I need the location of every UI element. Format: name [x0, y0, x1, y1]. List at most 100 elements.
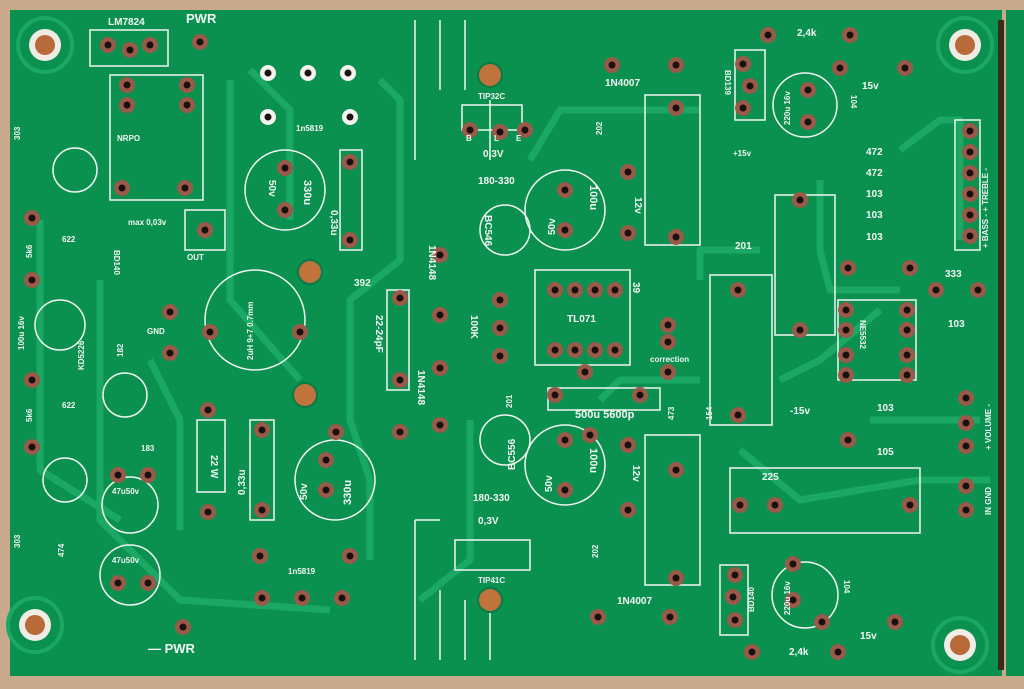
- r202-bot-label: 202: [591, 544, 600, 558]
- mounting-ring: [931, 616, 989, 674]
- pad-hole: [636, 391, 644, 399]
- pad-hole: [496, 352, 504, 360]
- pad-hole: [966, 127, 974, 135]
- pad-hole: [496, 324, 504, 332]
- c103a-label: 103: [866, 189, 883, 200]
- c472b-label: 472: [866, 168, 883, 179]
- r39-label: 39: [630, 282, 641, 294]
- pad-hole: [903, 371, 911, 379]
- pad-hole: [611, 286, 619, 294]
- d1n4007-top-label: 1N4007: [605, 78, 641, 89]
- pad-hole: [551, 391, 559, 399]
- pad-hole: [346, 158, 354, 166]
- adjacent-pcb: [1006, 10, 1024, 676]
- pad-hole: [962, 419, 970, 427]
- z12v-top-label: 12v: [632, 197, 643, 214]
- ne5532-label: NE5532: [858, 320, 867, 349]
- pad-hole: [591, 346, 599, 354]
- pad-hole: [118, 184, 126, 192]
- r622-a-label: 622: [62, 235, 76, 244]
- c474-label: 474: [57, 543, 66, 557]
- pad-hole: [466, 126, 474, 134]
- nrpo-label: NRPO: [117, 134, 141, 143]
- pwr-top-label: PWR: [186, 11, 217, 26]
- pad-hole: [672, 233, 680, 241]
- pad-hole: [561, 436, 569, 444]
- pad-hole: [338, 594, 346, 602]
- pad-hole: [436, 364, 444, 372]
- z15v-top-label: 15v: [862, 81, 879, 92]
- pad-hole: [146, 41, 154, 49]
- pad-hole: [962, 482, 970, 490]
- r180-top-label: 180-330: [478, 176, 515, 187]
- pad-hole: [664, 338, 672, 346]
- pad-hole: [28, 276, 36, 284]
- pad-hole: [844, 436, 852, 444]
- pad-hole: [734, 286, 742, 294]
- z12v-bot-label: 12v: [630, 465, 641, 482]
- pad-hole: [346, 113, 354, 121]
- pad-hole: [739, 60, 747, 68]
- c100u-c-label: 100u: [587, 185, 599, 211]
- pad-hole: [298, 594, 306, 602]
- pad-hole: [561, 226, 569, 234]
- pad-hole: [183, 101, 191, 109]
- v03-bot-label: 0,3V: [478, 516, 499, 527]
- pad-hole: [901, 64, 909, 72]
- r622-b-label: 622: [62, 401, 76, 410]
- pad-hole: [104, 41, 112, 49]
- pad-hole: [891, 618, 899, 626]
- r24k-bot-label: 2,4k: [789, 647, 809, 658]
- pad-hole: [624, 168, 632, 176]
- pad-hole: [166, 308, 174, 316]
- pad-hole: [204, 406, 212, 414]
- c103d-label: 103: [948, 319, 965, 330]
- c220u-bot-label: 220u 16v: [783, 581, 792, 615]
- pad-hole: [264, 113, 272, 121]
- lm7824-label: LM7824: [108, 17, 145, 28]
- pad-hole: [739, 104, 747, 112]
- max-label: max 0,03v: [128, 218, 167, 227]
- mounting-hole-bore: [25, 615, 45, 635]
- r24k-top-label: 2,4k: [797, 28, 817, 39]
- pad-hole: [796, 196, 804, 204]
- c154-label: 154: [705, 406, 714, 420]
- c50v-b-label: 50v: [299, 483, 310, 500]
- pad-hole: [28, 214, 36, 222]
- heatsink-hole: [479, 589, 501, 611]
- pad-hole: [591, 286, 599, 294]
- pad-hole: [258, 506, 266, 514]
- c47u-a-label: 47u50v: [112, 487, 140, 496]
- z15v-bot-label: 15v: [860, 631, 877, 642]
- r5k6-a-label: 5k6: [25, 244, 34, 258]
- board-edge-gap: [998, 20, 1004, 670]
- pad-hole: [903, 326, 911, 334]
- c50v-a-label: 50v: [266, 180, 277, 197]
- pad-hole: [396, 428, 404, 436]
- c47u-b-label: 47u50v: [112, 556, 140, 565]
- pad-hole: [966, 211, 974, 219]
- pad-hole: [748, 648, 756, 656]
- pad-hole: [551, 286, 559, 294]
- pad-hole: [144, 471, 152, 479]
- out-label: OUT: [187, 253, 204, 262]
- pad-hole: [818, 618, 826, 626]
- bass-treble-label: + BASS - + TREBLE -: [981, 167, 990, 248]
- c330u-a-label: 330u: [301, 180, 313, 206]
- pad-hole: [304, 69, 312, 77]
- pad-hole: [436, 311, 444, 319]
- pad-hole: [28, 443, 36, 451]
- pad-hole: [842, 351, 850, 359]
- r180-bot-label: 180-330: [473, 493, 510, 504]
- pad-hole: [804, 118, 812, 126]
- pad-hole: [322, 456, 330, 464]
- pad-hole: [179, 623, 187, 631]
- r392-label: 392: [354, 278, 371, 289]
- l-label: L: [494, 134, 499, 143]
- c100u-d-label: 100u: [587, 448, 599, 474]
- pad-hole: [496, 128, 504, 136]
- pad-hole: [436, 421, 444, 429]
- pad-hole: [561, 486, 569, 494]
- pad-hole: [396, 294, 404, 302]
